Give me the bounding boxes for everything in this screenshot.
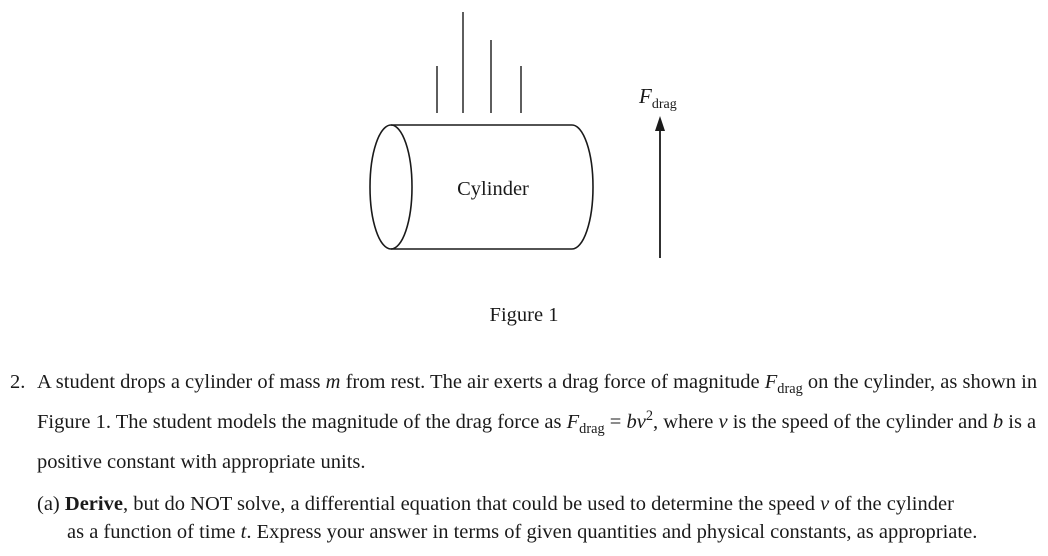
force-subscript: drag	[652, 97, 677, 112]
cylinder-right-end	[571, 124, 594, 250]
figure-1: Cylinder Fdrag Figure 1	[369, 12, 677, 326]
question-text: A student drops a cylinder of mass m fro…	[37, 371, 1038, 473]
derive-keyword: Derive	[64, 493, 123, 515]
force-symbol: F	[638, 84, 652, 108]
arrow-head	[655, 116, 665, 131]
drag-force-label: Fdrag	[638, 84, 677, 112]
question-2: 2. A student drops a cylinder of mass m …	[10, 362, 1042, 482]
cylinder	[369, 124, 594, 250]
question-number: 2.	[10, 371, 26, 393]
part-a-line-1: (a) Derive, but do NOT solve, a differen…	[37, 493, 954, 515]
motion-lines	[436, 12, 522, 113]
figure-caption: Figure 1	[490, 304, 559, 326]
part-a-line-2: as a function of time t. Express your an…	[67, 521, 978, 543]
part-a: (a) Derive, but do NOT solve, a differen…	[37, 490, 1042, 546]
cylinder-label: Cylinder	[457, 178, 529, 200]
drag-force-arrow	[655, 116, 665, 258]
cylinder-left-face	[369, 124, 413, 250]
